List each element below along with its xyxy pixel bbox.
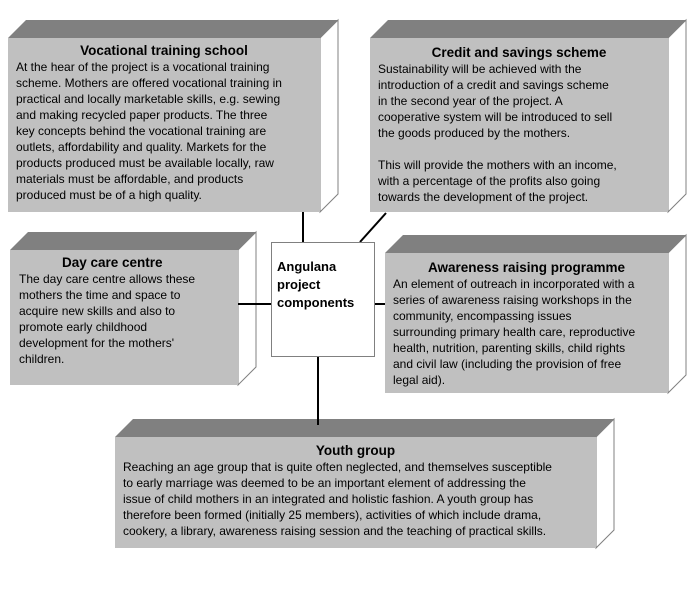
credit-box-front (370, 38, 668, 212)
daycare-box-top (10, 232, 256, 250)
awareness-box: Awareness raising programme An element o… (385, 259, 668, 388)
connectors (238, 212, 387, 425)
vocational-box-side (319, 18, 339, 214)
credit-box-top (370, 20, 686, 38)
daycare-text: The day care centre allows these mothers… (19, 272, 196, 366)
youth-text: Reaching an age group that is quite ofte… (123, 460, 552, 538)
youth-box-front (115, 437, 596, 548)
vocational-box: Vocational training school At the hear o… (8, 42, 320, 203)
youth-box: Youth group Reaching an age group that i… (115, 442, 596, 539)
vocational-box-top (8, 20, 338, 38)
youth-title: Youth group (315, 443, 396, 458)
credit-box: Credit and savings scheme Sustainability… (370, 44, 668, 205)
awareness-box-top (385, 235, 686, 253)
awareness-box-front (385, 253, 668, 393)
vocational-box-front (8, 38, 320, 212)
vocational-text: At the hear of the project is a vocation… (16, 60, 282, 202)
credit-text: Sustainability will be achieved with the… (378, 62, 617, 204)
center-label: Angulana project components (277, 259, 355, 310)
daycare-box: Day care centre The day care centre allo… (10, 254, 238, 367)
youth-box-top (115, 419, 614, 437)
vocational-title: Vocational training school (80, 43, 248, 58)
daycare-title: Day care centre (62, 255, 163, 270)
youth-box-side (595, 417, 615, 550)
daycare-box-side (237, 230, 257, 387)
daycare-box-front (10, 250, 238, 385)
awareness-title: Awareness raising programme (427, 260, 626, 275)
awareness-box-side (667, 233, 687, 395)
credit-title: Credit and savings scheme (431, 45, 607, 60)
awareness-text: An element of outreach in incorporated w… (393, 277, 636, 387)
credit-box-side (667, 18, 687, 214)
connector-credit (359, 212, 387, 243)
center-node (271, 242, 375, 357)
